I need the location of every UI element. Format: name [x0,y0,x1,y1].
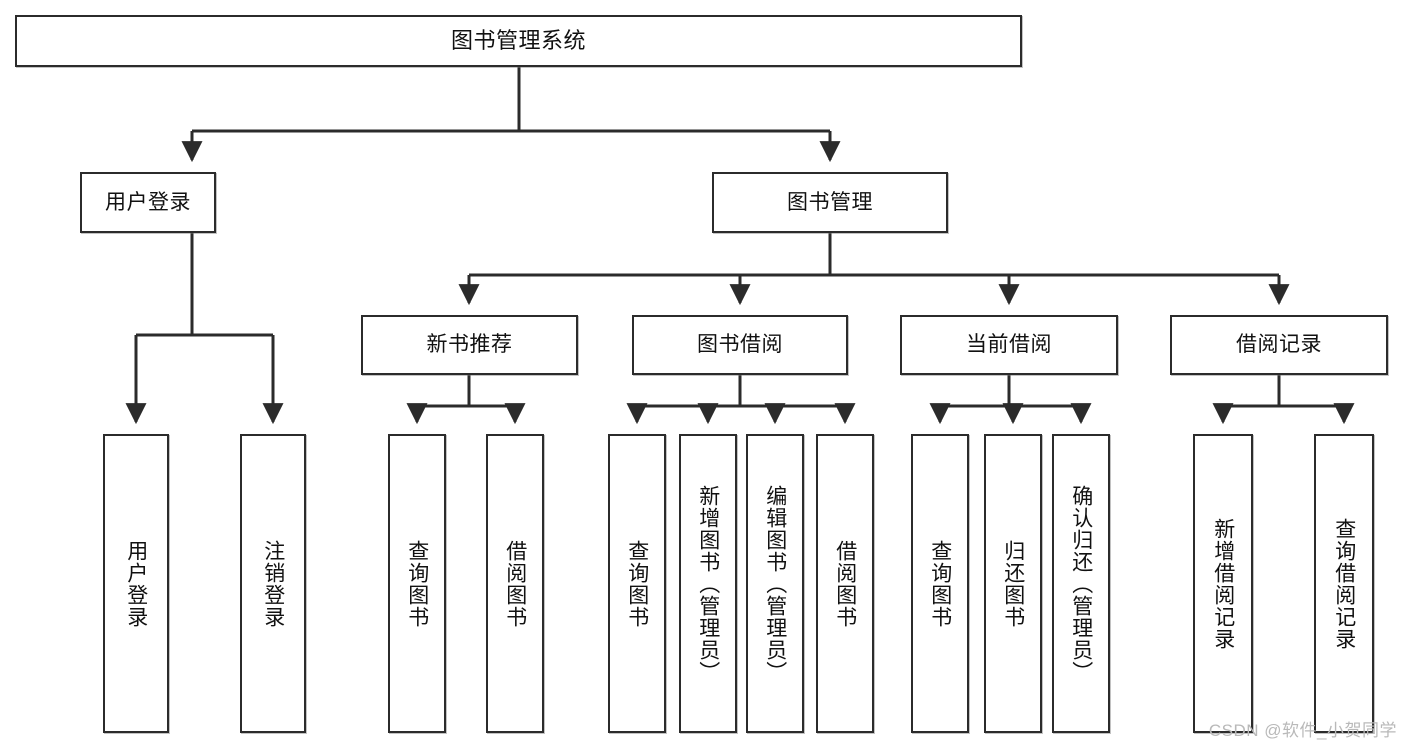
leaf-confirm-return-admin[interactable]: 确认归还（管理员） [1052,434,1110,733]
leaf-query-book-recommend-label: 查询图书 [405,539,429,628]
node-borrow-record[interactable]: 借阅记录 [1170,315,1388,375]
node-current-borrow-label: 当前借阅 [966,333,1052,357]
node-book-management[interactable]: 图书管理 [712,172,948,233]
leaf-logout-label: 注销登录 [261,539,285,628]
leaf-confirm-return-admin-label: 确认归还（管理员） [1069,484,1093,683]
leaf-user-login[interactable]: 用户登录 [103,434,169,733]
node-new-book-recommend[interactable]: 新书推荐 [361,315,578,375]
leaf-edit-book-admin[interactable]: 编辑图书（管理员） [746,434,804,733]
leaf-edit-book-admin-label: 编辑图书（管理员） [763,484,787,683]
leaf-query-book-recommend[interactable]: 查询图书 [388,434,446,733]
leaf-query-book-current[interactable]: 查询图书 [911,434,969,733]
leaf-borrow-book-recommend-label: 借阅图书 [503,539,527,628]
leaf-borrow-book-label: 借阅图书 [833,539,857,628]
node-borrow-record-label: 借阅记录 [1236,333,1322,357]
node-book-management-label: 图书管理 [787,190,873,214]
leaf-query-borrow-record-label: 查询借阅记录 [1332,517,1356,650]
node-book-borrow-label: 图书借阅 [697,333,783,357]
leaf-logout[interactable]: 注销登录 [240,434,306,733]
leaf-add-book-admin[interactable]: 新增图书（管理员） [679,434,737,733]
node-current-borrow[interactable]: 当前借阅 [900,315,1118,375]
node-root-label: 图书管理系统 [450,27,586,53]
leaf-query-book-borrow[interactable]: 查询图书 [608,434,666,733]
leaf-borrow-book[interactable]: 借阅图书 [816,434,874,733]
node-user-login[interactable]: 用户登录 [80,172,216,233]
node-book-borrow[interactable]: 图书借阅 [632,315,848,375]
leaf-user-login-label: 用户登录 [124,539,148,628]
leaf-query-borrow-record[interactable]: 查询借阅记录 [1314,434,1374,733]
leaf-borrow-book-recommend[interactable]: 借阅图书 [486,434,544,733]
leaf-add-borrow-record-label: 新增借阅记录 [1211,517,1235,650]
leaf-add-borrow-record[interactable]: 新增借阅记录 [1193,434,1253,733]
leaf-add-book-admin-label: 新增图书（管理员） [696,484,720,683]
leaf-query-book-current-label: 查询图书 [928,539,952,628]
leaf-return-book[interactable]: 归还图书 [984,434,1042,733]
leaf-query-book-borrow-label: 查询图书 [625,539,649,628]
node-user-login-label: 用户登录 [105,190,191,214]
leaf-return-book-label: 归还图书 [1001,539,1025,628]
node-new-book-recommend-label: 新书推荐 [426,333,513,357]
node-root[interactable]: 图书管理系统 [15,15,1022,67]
csdn-watermark: CSDN @软件_小贺同学 [1208,721,1397,740]
